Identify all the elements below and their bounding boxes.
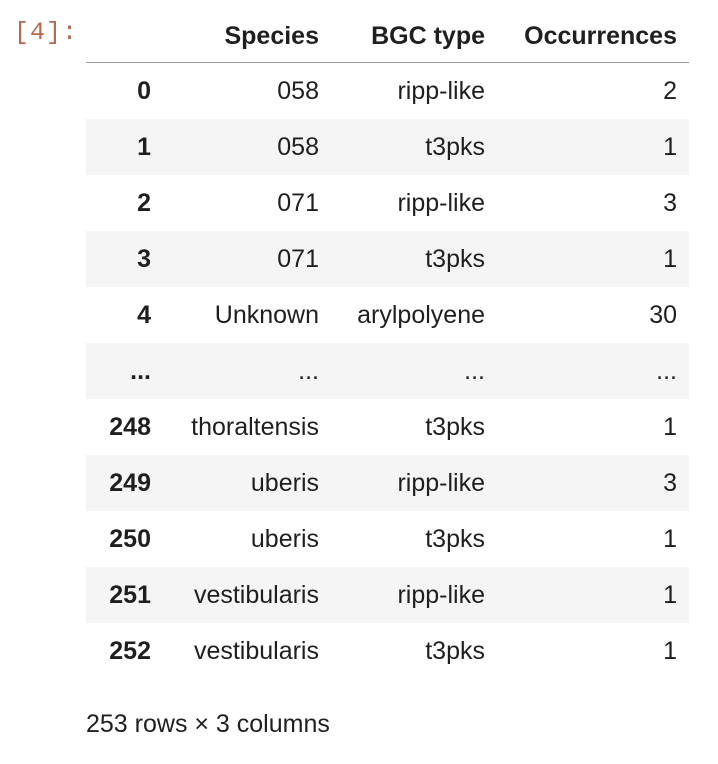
bgc-type-cell: ripp-like [397,188,485,217]
header-row: Species BGC type Occurrences [86,10,689,63]
bgc-type-cell: ripp-like [397,76,485,105]
dataframe-shape-summary: 253 rows × 3 columns [86,710,330,738]
table-body: 0 058 ripp-like 2 1 058 t3pks 1 2 071 ri… [86,63,689,680]
species-cell: 058 [277,76,319,105]
row-index: 249 [109,468,151,497]
row-index: 250 [109,524,151,553]
bgc-type-cell: t3pks [425,244,485,273]
table-header: Species BGC type Occurrences [86,10,689,63]
dataframe-output: Species BGC type Occurrences 0 058 ripp-… [86,10,689,679]
occurrences-cell: 2 [663,76,677,105]
table-row: 248 thoraltensis t3pks 1 [86,399,689,455]
dataframe-table: Species BGC type Occurrences 0 058 ripp-… [86,10,689,679]
index-column-header [86,10,163,63]
row-index: 3 [137,244,151,273]
occurrences-cell: 30 [649,300,677,329]
species-cell: 071 [277,188,319,217]
table-row: 250 uberis t3pks 1 [86,511,689,567]
bgc-type-cell: t3pks [425,132,485,161]
bgc-type-cell: ripp-like [397,468,485,497]
species-cell: uberis [250,468,319,497]
bgc-type-cell: ... [464,356,485,385]
bgc-type-cell: t3pks [425,636,485,665]
species-cell: 058 [277,132,319,161]
bgc-type-cell: t3pks [425,524,485,553]
cell-execution-prompt: [4]: [14,18,79,47]
occurrences-cell: ... [656,356,677,385]
column-header-species: Species [163,10,331,63]
species-cell: vestibularis [193,636,319,665]
table-row: 3 071 t3pks 1 [86,231,689,287]
species-cell: uberis [250,524,319,553]
column-header-bgc-type: BGC type [331,10,497,63]
row-index: 2 [137,188,151,217]
occurrences-cell: 1 [663,132,677,161]
row-index: 252 [109,636,151,665]
occurrences-cell: 1 [663,244,677,273]
occurrences-cell: 1 [663,412,677,441]
occurrences-cell: 1 [663,524,677,553]
table-row: 251 vestibularis ripp-like 1 [86,567,689,623]
table-row: 2 071 ripp-like 3 [86,175,689,231]
occurrences-cell: 1 [663,636,677,665]
table-row: 1 058 t3pks 1 [86,119,689,175]
occurrences-cell: 1 [663,580,677,609]
ellipsis-row: ... ... ... ... [86,343,689,399]
row-index: ... [130,356,151,385]
species-cell: vestibularis [193,580,319,609]
table-row: 249 uberis ripp-like 3 [86,455,689,511]
species-cell: 071 [277,244,319,273]
row-index: 248 [109,412,151,441]
bgc-type-cell: arylpolyene [357,300,485,329]
species-cell: ... [298,356,319,385]
table-row: 252 vestibularis t3pks 1 [86,623,689,679]
occurrences-cell: 3 [663,468,677,497]
row-index: 4 [137,300,151,329]
species-cell: Unknown [214,300,319,329]
row-index: 0 [137,76,151,105]
occurrences-cell: 3 [663,188,677,217]
table-row: 0 058 ripp-like 2 [86,63,689,120]
table-row: 4 Unknown arylpolyene 30 [86,287,689,343]
column-header-occurrences: Occurrences [497,10,689,63]
species-cell: thoraltensis [191,412,319,441]
bgc-type-cell: ripp-like [397,580,485,609]
row-index: 1 [137,132,151,161]
bgc-type-cell: t3pks [425,412,485,441]
row-index: 251 [109,580,151,609]
